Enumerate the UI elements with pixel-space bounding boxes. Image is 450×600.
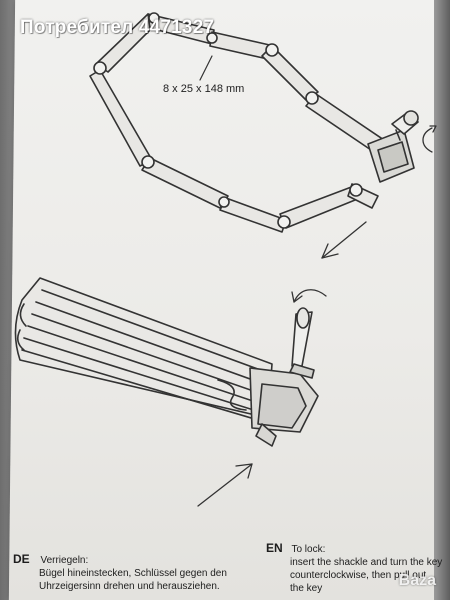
en-line-2: counterclockwise, then pull out — [290, 570, 427, 581]
instructions-en: EN To lock: insert the shackle and turn … — [266, 542, 442, 595]
de-line-1: Bügel hineinstecken, Schlüssel gegen den — [39, 568, 227, 579]
en-heading: To lock: — [291, 544, 326, 555]
en-line-3: the key — [290, 583, 323, 594]
folded-lock-drawing — [14, 277, 319, 447]
lang-code-de: DE — [13, 552, 30, 566]
lang-code-en: EN — [266, 541, 283, 555]
right-shadow — [434, 0, 450, 600]
instructions-de: DE Verriegeln: Bügel hineinstecken, Schl… — [13, 553, 227, 593]
en-line-1: insert the shackle and turn the key — [290, 557, 443, 568]
de-line-2: Uhrzeigersinn drehen und herausziehen. — [39, 581, 220, 592]
de-heading: Verriegeln: — [40, 555, 89, 566]
unfolded-lock-drawing — [89, 12, 419, 233]
dimensions-label: 8 x 25 x 148 mm — [163, 83, 245, 95]
user-watermark: Потребител 4471327 — [20, 17, 215, 38]
brand-watermark: Baza — [398, 572, 436, 589]
